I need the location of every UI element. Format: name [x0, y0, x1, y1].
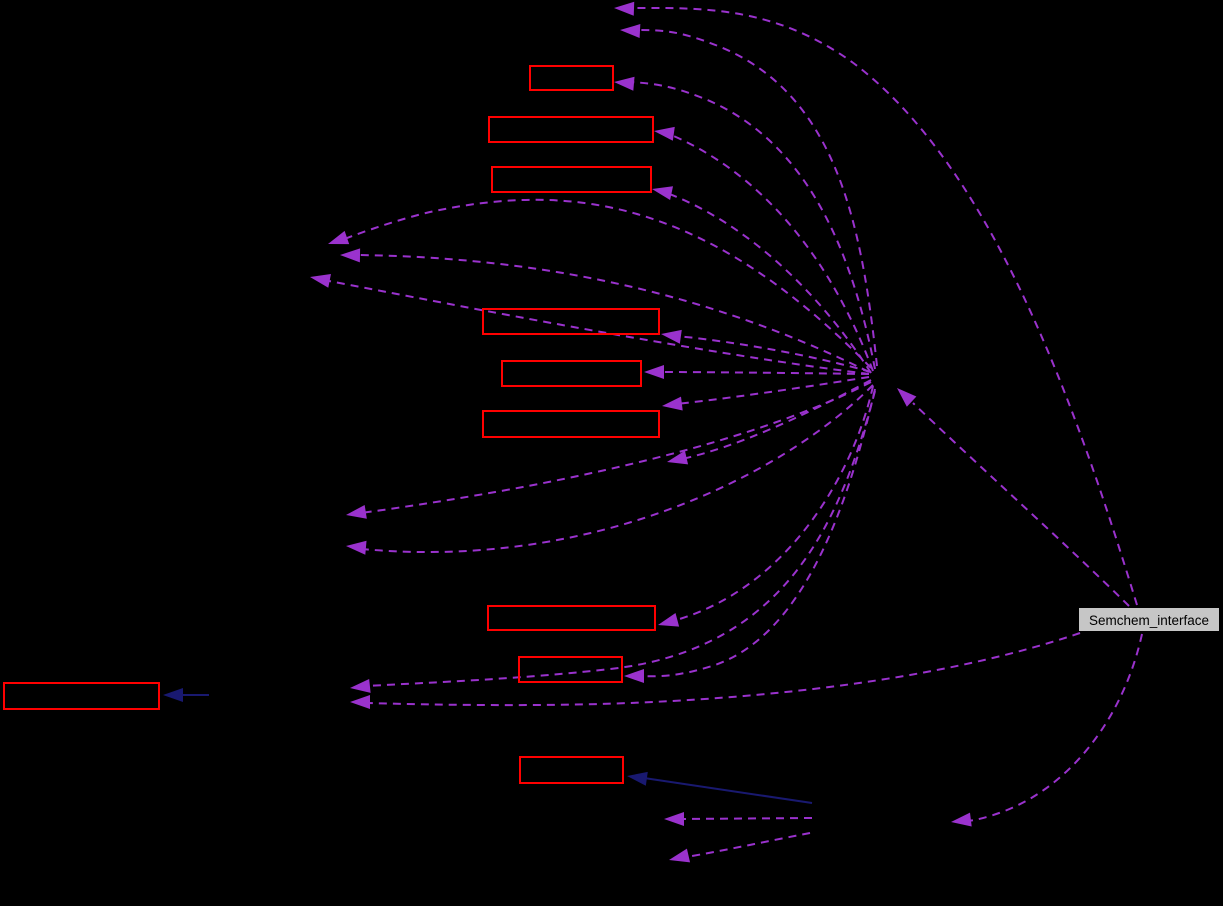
usage-edge — [628, 81, 876, 370]
usage-edge — [675, 335, 872, 373]
usage-edge — [639, 388, 876, 678]
class-node[interactable] — [491, 166, 652, 193]
edge-arrowhead — [669, 848, 691, 863]
class-node[interactable] — [488, 116, 654, 143]
edge-arrowhead — [350, 695, 370, 709]
class-node[interactable] — [519, 756, 624, 784]
edge-arrowhead — [661, 329, 682, 344]
class-node[interactable] — [482, 410, 660, 438]
edge-arrowhead — [620, 24, 641, 39]
usage-edge — [341, 198, 872, 369]
usage-edge — [629, 6, 1138, 606]
edge-arrowhead — [340, 248, 361, 263]
usage-edge — [323, 279, 870, 375]
edge-arrowhead — [614, 76, 635, 91]
usage-edge — [635, 29, 878, 367]
usage-edge — [361, 384, 874, 553]
main-node-box — [1079, 608, 1219, 631]
usage-edge — [658, 371, 870, 375]
usage-edge — [668, 133, 874, 372]
edge-arrowhead — [644, 365, 664, 379]
edge-arrowhead — [310, 273, 331, 288]
edge-arrowhead — [667, 450, 689, 465]
usage-edge — [685, 832, 811, 858]
edge-arrowhead — [654, 126, 675, 141]
class-node[interactable] — [501, 360, 642, 387]
class-node[interactable] — [482, 308, 660, 335]
inheritance-edge — [643, 777, 813, 804]
edge-arrowhead — [652, 186, 674, 201]
edge-arrowhead — [350, 678, 371, 693]
edge-arrowhead — [627, 771, 648, 786]
usage-edge — [967, 633, 1143, 822]
usage-edge — [365, 632, 1081, 707]
usage-edge — [355, 254, 870, 373]
main-node-label: Semchem_interface — [1089, 613, 1209, 628]
edge-arrowhead — [328, 230, 350, 245]
edge-arrowhead — [163, 688, 183, 702]
edge-arrowhead — [664, 812, 684, 826]
usage-edge — [675, 376, 870, 405]
edge-arrowhead — [346, 540, 367, 555]
usage-edge — [360, 381, 872, 514]
main-node: Semchem_interface — [1079, 608, 1219, 631]
usage-edge — [912, 402, 1130, 607]
edge-arrowhead — [624, 669, 644, 683]
edge-arrowhead — [951, 812, 972, 827]
edge-arrowhead — [346, 504, 367, 519]
usage-edge — [365, 390, 876, 687]
edge-arrowhead — [662, 396, 683, 411]
usage-edge — [666, 192, 872, 374]
edge-arrowhead — [897, 388, 917, 407]
class-node[interactable] — [529, 65, 614, 91]
class-node[interactable] — [3, 682, 160, 710]
class-node[interactable] — [518, 656, 623, 683]
usage-edges — [310, 1, 1143, 863]
class-nodes — [3, 65, 660, 784]
class-node[interactable] — [487, 605, 656, 631]
edge-arrowhead — [614, 1, 635, 16]
usage-edge — [679, 817, 813, 820]
edge-arrowhead — [658, 613, 680, 627]
inheritance-edges — [163, 688, 813, 804]
usage-edge — [681, 379, 872, 460]
